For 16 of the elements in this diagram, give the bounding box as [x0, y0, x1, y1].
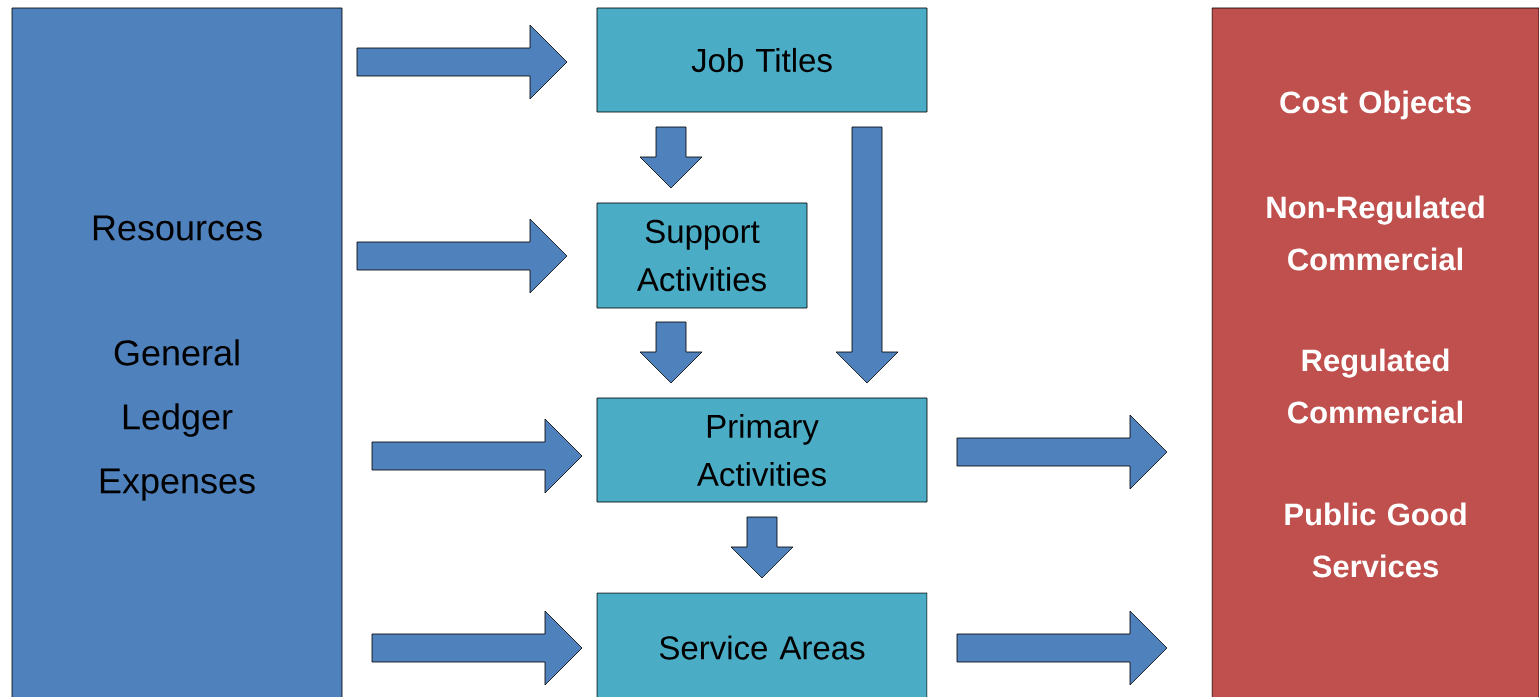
process-box: Primary Activities	[596, 397, 928, 503]
block-arrow	[956, 414, 1168, 490]
block-arrow	[730, 516, 794, 579]
process-box: Job Titles	[596, 7, 928, 113]
block-arrow	[835, 126, 899, 384]
block-arrow	[639, 321, 703, 384]
block-arrow	[371, 418, 583, 494]
process-box: Service Areas	[596, 592, 928, 697]
block-arrow	[356, 24, 568, 100]
panel: Cost Objects Non-Regulated Commercial Regulated Commercial Public Good Services	[1211, 7, 1539, 697]
block-arrow	[356, 218, 568, 294]
block-arrow	[371, 610, 583, 686]
panel: Resources General Ledger Expenses	[11, 7, 343, 697]
process-box: Support Activities	[596, 202, 808, 309]
block-arrow	[639, 126, 703, 189]
block-arrow	[956, 610, 1168, 686]
